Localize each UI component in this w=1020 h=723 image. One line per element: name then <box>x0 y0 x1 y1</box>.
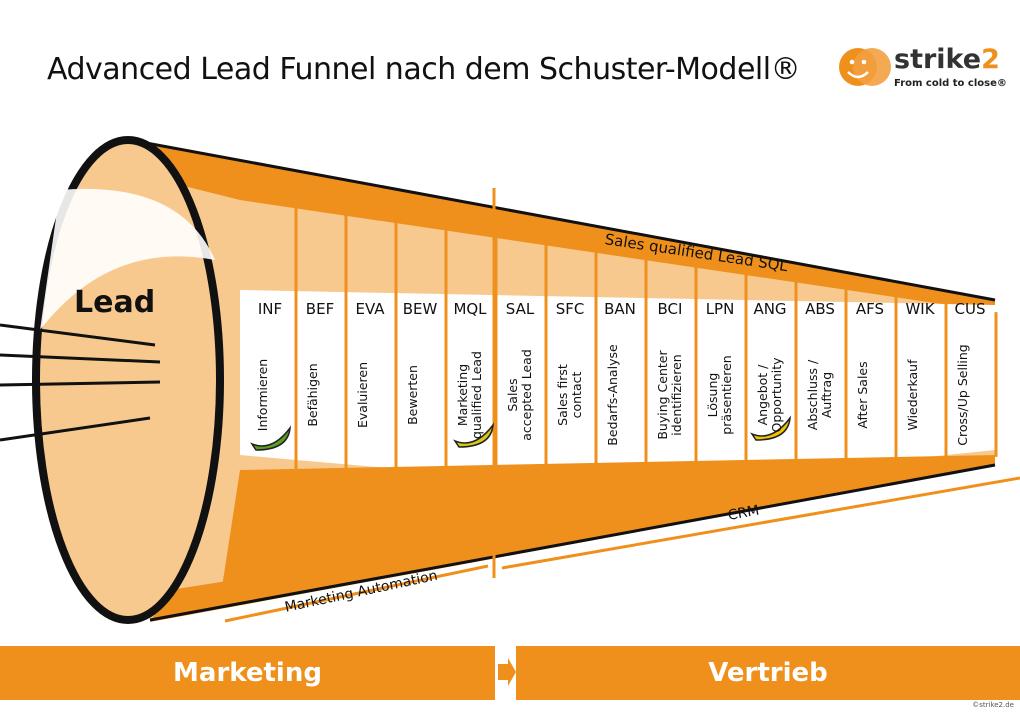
stage-description: Lösung präsentieren <box>705 355 734 435</box>
crm-line <box>501 476 1020 570</box>
stage-description: Bewerten <box>405 365 420 425</box>
page-title: Advanced Lead Funnel nach dem Schuster-M… <box>47 52 801 87</box>
stage-abbr: AFS <box>855 300 885 318</box>
stage-abbr: SFC <box>555 300 585 318</box>
marketing-bar: Marketing <box>0 646 495 700</box>
strike2-logo: strike2 From cold to close® <box>838 44 1018 94</box>
stage-abbr: CUS <box>954 300 986 318</box>
banana-icon <box>750 415 791 441</box>
stage-abbr: BEF <box>305 300 335 318</box>
funnel-bottom-fill <box>220 455 995 600</box>
stage-description: Evaluieren <box>355 362 370 428</box>
stage-abbr: ABS <box>805 300 835 318</box>
banana-icon <box>250 425 291 451</box>
stage-description: Sales accepted Lead <box>505 349 534 441</box>
stage-abbr: EVA <box>355 300 385 318</box>
smiley-logo-icon <box>839 48 891 86</box>
arrow-icon <box>498 658 516 686</box>
banana-icon <box>453 422 494 448</box>
funnel-white-inner <box>240 290 995 478</box>
stage-abbr: WIK <box>905 300 935 318</box>
stage-description: After Sales <box>855 361 870 429</box>
stage-abbr: BAN <box>604 300 636 318</box>
automation-line <box>224 564 489 623</box>
stage-abbr: ANG <box>753 300 787 318</box>
funnel-top-band <box>130 140 995 312</box>
lead-label: Lead <box>74 285 156 320</box>
stage-description: Befähigen <box>305 363 320 427</box>
stage-description: Wiederkauf <box>905 359 920 431</box>
stage-abbr: BCI <box>657 300 683 318</box>
stage-abbr: MQL <box>453 300 487 318</box>
logo-tagline: From cold to close® <box>894 78 1007 89</box>
stage-description: Cross/Up Selling <box>955 344 970 446</box>
stage-abbr: INF <box>257 300 283 318</box>
copyright: ©strike2.de <box>972 701 1014 709</box>
stage-description: Sales first contact <box>555 364 584 426</box>
input-arrows-icon <box>0 323 161 442</box>
logo-number: 2 <box>981 44 1000 75</box>
stage-description: Abschluss / Auftrag <box>805 359 834 431</box>
logo-word: strike <box>894 44 982 75</box>
stage-abbr: LPN <box>705 300 735 318</box>
stage-description: Marketing qualified Lead <box>455 351 484 439</box>
stage-abbr: BEW <box>402 300 438 318</box>
stage-description: Informieren <box>255 358 270 432</box>
stage-abbr: SAL <box>505 300 535 318</box>
vertrieb-bar: Vertrieb <box>516 646 1020 700</box>
stage-description: Buying Center identifizieren <box>655 350 684 440</box>
stage-description: Bedarfs-Analyse <box>605 344 620 446</box>
stage-description: Angebot / Opportunity <box>755 357 784 433</box>
